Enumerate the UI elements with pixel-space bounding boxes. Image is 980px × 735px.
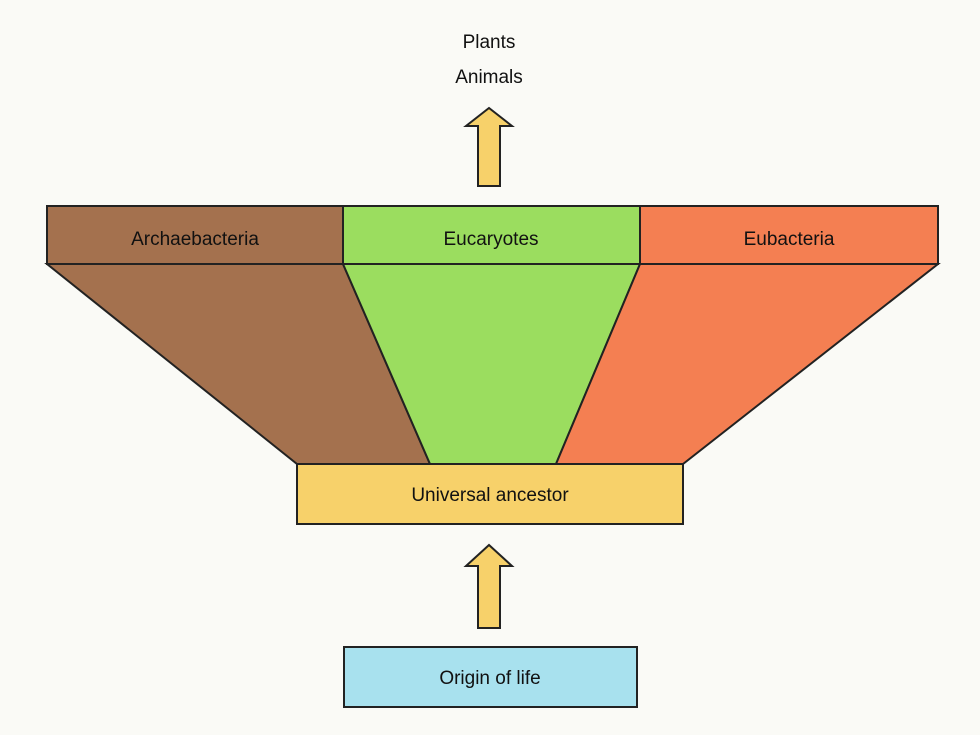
eubacteria-label: Eubacteria [744, 229, 835, 250]
origin-of-life-label: Origin of life [439, 668, 540, 689]
plants-label: Plants [463, 32, 516, 53]
universal-ancestor-label: Universal ancestor [411, 485, 569, 506]
animals-label: Animals [455, 67, 523, 88]
origin-of-life-box [343, 646, 638, 708]
bottom-up-arrow [463, 543, 515, 629]
top-up-arrow [463, 106, 515, 187]
archaebacteria-label: Archaebacteria [131, 229, 259, 250]
eucaryotes-label: Eucaryotes [443, 229, 538, 250]
universal-ancestor-box [296, 463, 684, 525]
eubacteria-box [639, 205, 939, 265]
eucaryotes-box [342, 205, 641, 265]
archaebacteria-box [46, 205, 344, 265]
